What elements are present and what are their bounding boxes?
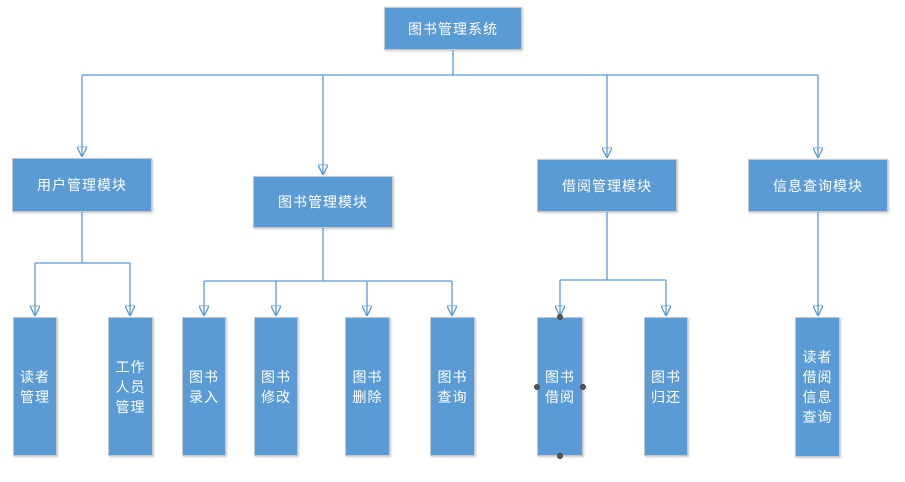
- node-module-book-management[interactable]: 图书管理模块: [253, 176, 393, 228]
- node-leaf-reader-management[interactable]: 读者 管理: [13, 317, 57, 456]
- node-leaf-reader-borrow-info-query[interactable]: 读者 借阅 信息 查询: [795, 317, 840, 457]
- node-label: 用户管理模块: [37, 177, 127, 193]
- node-label: 图书 录入: [189, 368, 219, 405]
- selection-handle-right[interactable]: [580, 384, 586, 390]
- node-leaf-book-edit[interactable]: 图书 修改: [254, 317, 298, 456]
- node-label: 图书 借阅: [545, 368, 575, 405]
- node-module-user-management[interactable]: 用户管理模块: [12, 158, 152, 212]
- node-label: 读者 借阅 信息 查询: [802, 349, 833, 425]
- node-leaf-book-query[interactable]: 图书 查询: [430, 317, 475, 456]
- node-library-system[interactable]: 图书管理系统: [384, 7, 522, 50]
- node-label: 图书 查询: [437, 368, 468, 405]
- node-label: 图书 归还: [651, 368, 681, 405]
- selection-handle-bottom[interactable]: [557, 453, 563, 459]
- node-module-info-query[interactable]: 信息查询模块: [748, 159, 888, 212]
- node-label: 借阅管理模块: [562, 177, 652, 194]
- node-leaf-staff-management[interactable]: 工作 人员 管理: [108, 317, 153, 456]
- node-label: 读者 管理: [20, 368, 50, 405]
- node-leaf-book-delete[interactable]: 图书 删除: [345, 317, 390, 456]
- node-label: 图书 修改: [261, 368, 291, 405]
- node-label: 图书 删除: [352, 368, 383, 405]
- selection-handle-top[interactable]: [557, 314, 563, 320]
- node-leaf-book-borrow[interactable]: 图书 借阅: [537, 317, 583, 456]
- node-label: 图书管理系统: [408, 20, 498, 37]
- node-leaf-book-entry[interactable]: 图书 录入: [182, 317, 226, 456]
- node-module-borrow-management[interactable]: 借阅管理模块: [537, 159, 677, 212]
- selection-handle-left[interactable]: [534, 384, 540, 390]
- node-label: 工作 人员 管理: [115, 358, 146, 415]
- node-label: 信息查询模块: [773, 177, 863, 194]
- node-leaf-book-return[interactable]: 图书 归还: [644, 317, 688, 456]
- node-label: 图书管理模块: [278, 194, 368, 210]
